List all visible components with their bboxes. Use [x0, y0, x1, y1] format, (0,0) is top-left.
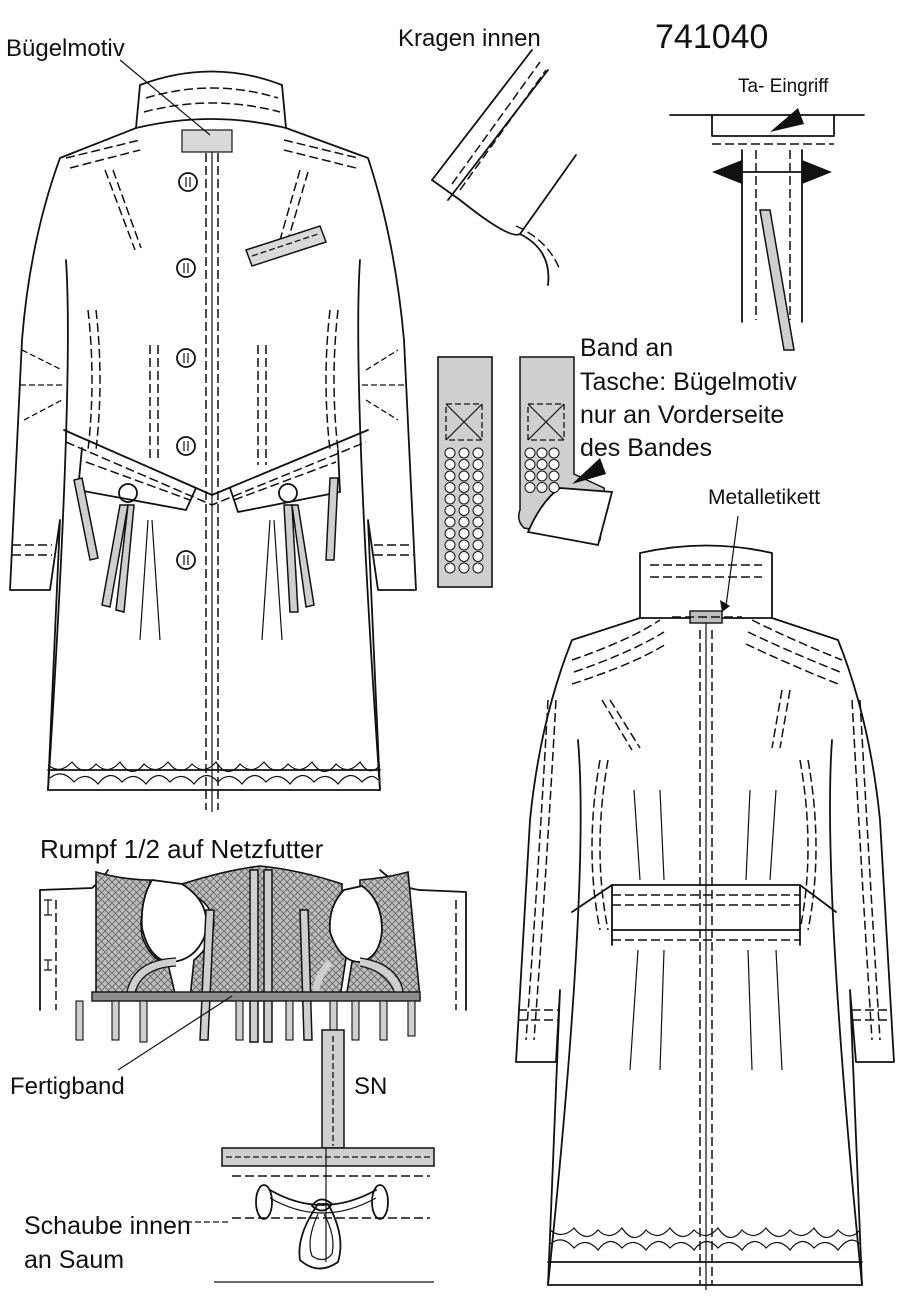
motif-dot: [536, 447, 548, 459]
label-rumpf: Rumpf 1/2 auf Netzfutter: [40, 834, 324, 864]
sleeve-elastic-right: [362, 349, 404, 421]
label-fertigband: Fertigband: [10, 1073, 125, 1100]
motif-dot: [524, 482, 536, 493]
lining-strand: [235, 1000, 244, 1041]
motif-dot: [472, 493, 484, 505]
motif-dot: [458, 447, 470, 459]
leader-fertigband: [117, 995, 233, 1071]
label-sn: SN: [354, 1073, 387, 1100]
pocket-opening-detail: [669, 108, 865, 351]
motif-dot: [472, 539, 484, 551]
band-label-line-4: des Bandes: [580, 434, 712, 462]
motif-dot: [548, 447, 560, 459]
motif-dot: [524, 459, 536, 470]
motif-dot: [472, 447, 484, 459]
motif-dot: [444, 505, 456, 516]
band-label-line-2: Tasche: Bügelmotiv: [580, 368, 797, 396]
chest-patch: [245, 225, 327, 267]
label-kragen-innen: Kragen innen: [398, 25, 541, 52]
motif-dot: [472, 482, 484, 493]
collar-inside-detail: [431, 49, 577, 286]
motif-dot: [536, 459, 548, 470]
motif-dot: [458, 482, 470, 493]
style-number: 741040: [655, 18, 768, 56]
motif-dot: [458, 562, 470, 574]
motif-dot: [458, 539, 470, 551]
motif-dot: [458, 505, 470, 516]
motif-dot: [444, 551, 456, 562]
sleeve-elastic-left: [20, 349, 64, 421]
motif-dot: [472, 528, 484, 539]
motif-dot: [444, 459, 456, 470]
motif-dot: [548, 470, 560, 482]
motif-dot: [472, 505, 484, 516]
label-schaube-line-2: an Saum: [24, 1246, 124, 1274]
lining-strand: [139, 1000, 148, 1043]
motif-dot: [548, 482, 560, 493]
motif-dot: [472, 562, 484, 574]
motif-dot: [444, 562, 456, 574]
motif-dot: [444, 482, 456, 493]
motif-dot: [472, 470, 484, 482]
lining-strand: [379, 1000, 388, 1041]
motif-dot: [444, 528, 456, 539]
motif-dot: [458, 528, 470, 539]
label-metalletikett: Metalletikett: [708, 486, 820, 509]
front-buttons: [176, 172, 198, 570]
label-buegelmotiv: Bügelmotiv: [6, 35, 125, 62]
band-label-line-3: nur an Vorderseite: [580, 401, 784, 429]
front-coat-sketch: [9, 70, 417, 812]
lining-strand: [285, 1000, 294, 1041]
band-detail: [437, 356, 614, 588]
motif-dot: [458, 551, 470, 562]
motif-dot: [444, 447, 456, 459]
label-schaube-line-1: Schaube innen: [24, 1212, 191, 1240]
motif-dot: [548, 459, 560, 470]
motif-dot: [444, 470, 456, 482]
motif-dot: [524, 470, 536, 482]
band-label-line-1: Band an: [580, 334, 673, 362]
motif-dot: [444, 493, 456, 505]
motif-dot: [472, 551, 484, 562]
motif-dot: [458, 493, 470, 505]
motif-dot: [444, 539, 456, 551]
label-band-an-tasche: Band an Tasche: Bügelmotiv nur an Vorder…: [580, 334, 797, 462]
hem-loop-detail: [214, 1029, 435, 1283]
motif-dot: [536, 482, 548, 493]
lining-strand: [407, 1000, 416, 1037]
leader-metalletikett: [725, 515, 739, 607]
motif-dot: [524, 447, 536, 459]
lining-strand: [111, 1000, 120, 1041]
motif-dot: [444, 516, 456, 528]
mesh-lining-detail: [39, 865, 467, 1043]
back-coat-sketch: [515, 544, 895, 1290]
motif-dot: [472, 459, 484, 470]
motif-dot: [458, 459, 470, 470]
label-ta-eingriff: Ta- Eingriff: [738, 76, 829, 97]
motif-dot: [458, 516, 470, 528]
motif-dot: [458, 470, 470, 482]
motif-dot: [472, 516, 484, 528]
lining-strand: [75, 1000, 84, 1041]
collar-transfer-motif: [181, 129, 233, 153]
fertigband-tape: [91, 991, 421, 1002]
leader-buegelmotiv: [119, 59, 211, 136]
lining-strand: [351, 1000, 360, 1041]
motif-dot: [536, 470, 548, 482]
